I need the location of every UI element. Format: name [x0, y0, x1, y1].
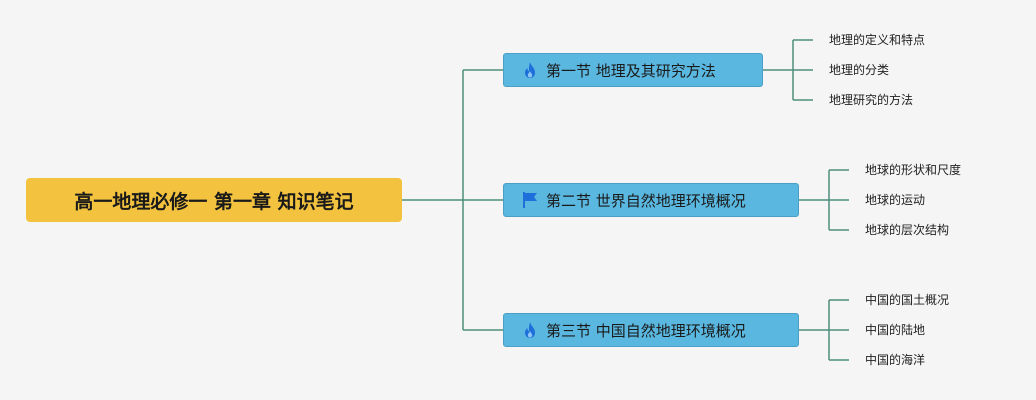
section-3-item-1[interactable]: 中国的国土概况 — [865, 293, 950, 307]
section-3-item-3[interactable]: 中国的海洋 — [865, 353, 926, 367]
root-topic-label: 高一地理必修一 第一章 知识笔记 — [74, 190, 354, 213]
section-1-item-3[interactable]: 地理研究的方法 — [829, 93, 914, 107]
section-3-label: 第三节 中国自然地理环境概况 — [546, 321, 746, 340]
section-2-item-1[interactable]: 地球的形状和尺度 — [865, 163, 962, 177]
section-1-item-2[interactable]: 地理的分类 — [829, 63, 890, 77]
flag-icon — [520, 190, 540, 210]
section-1-topic[interactable]: 第一节 地理及其研究方法 — [503, 53, 763, 87]
section-1-item-1[interactable]: 地理的定义和特点 — [829, 33, 926, 47]
section-3-item-2[interactable]: 中国的陆地 — [865, 323, 926, 337]
section-2-label: 第二节 世界自然地理环境概况 — [546, 191, 746, 210]
branch-1-leaf-connector — [763, 39, 813, 101]
section-2-item-3[interactable]: 地球的层次结构 — [865, 223, 950, 237]
section-3-topic[interactable]: 第三节 中国自然地理环境概况 — [503, 313, 799, 347]
section-2-item-2[interactable]: 地球的运动 — [865, 193, 926, 207]
section-1-label: 第一节 地理及其研究方法 — [546, 61, 716, 80]
root-topic[interactable]: 高一地理必修一 第一章 知识笔记 — [26, 178, 402, 222]
section-2-topic[interactable]: 第二节 世界自然地理环境概况 — [503, 183, 799, 217]
branch-3-leaf-connector — [799, 299, 849, 361]
branch-2-leaf-connector — [799, 169, 849, 231]
fire-icon — [520, 320, 540, 340]
fire-icon — [520, 60, 540, 80]
